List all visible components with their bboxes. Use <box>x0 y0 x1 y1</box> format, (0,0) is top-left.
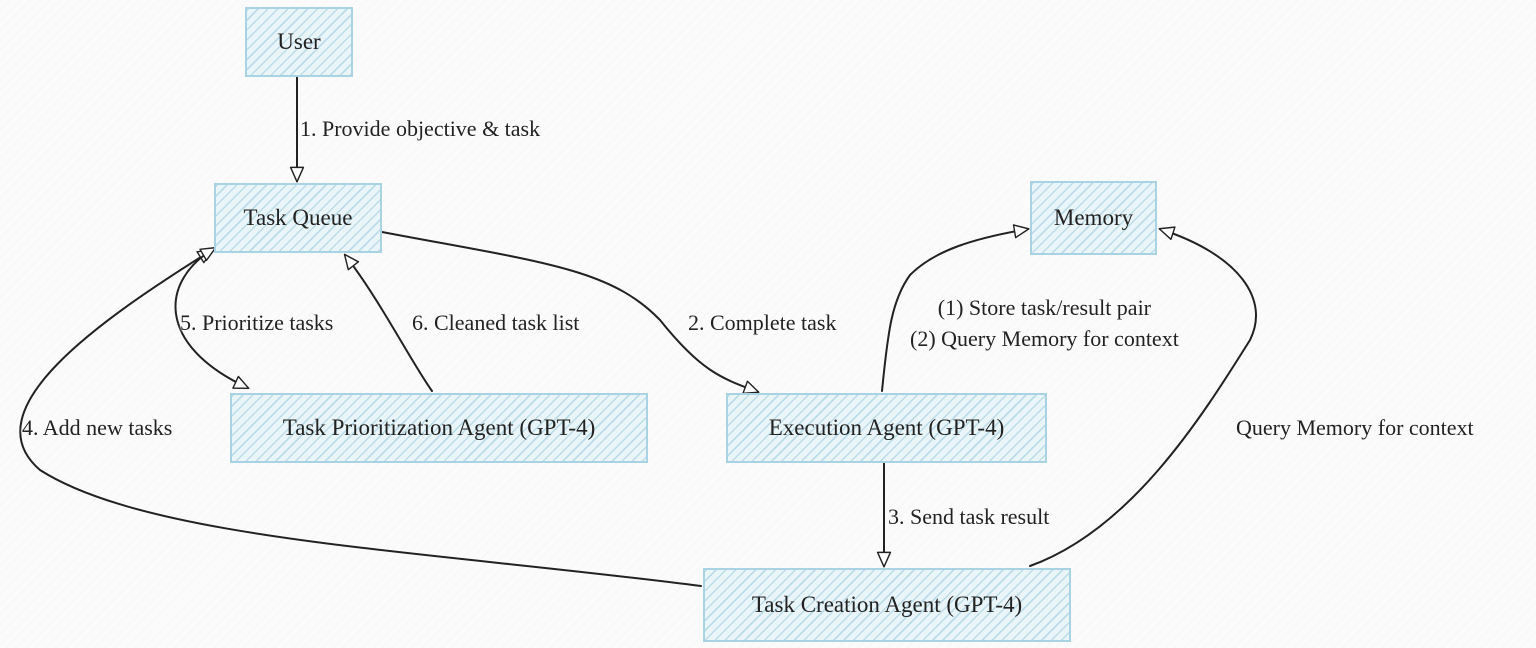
edge-label-complete-task: 2. Complete task <box>688 310 837 335</box>
memory-node-label: Memory <box>1053 205 1134 230</box>
user-node-label: User <box>277 29 321 54</box>
prioritization-agent-node-label: Task Prioritization Agent (GPT-4) <box>282 415 596 440</box>
execution-agent-node: Execution Agent (GPT-4) <box>726 393 1047 463</box>
edge-label-query-memory-context: (2) Query Memory for context <box>910 326 1179 351</box>
edge-label-prioritize-tasks: 5. Prioritize tasks <box>180 310 334 335</box>
edge-queue-to-execution <box>381 231 760 395</box>
task-queue-node: Task Queue <box>214 183 382 253</box>
user-node: User <box>245 7 353 77</box>
edge-creation-to-queue <box>19 248 702 587</box>
creation-agent-node: Task Creation Agent (GPT-4) <box>703 568 1071 642</box>
execution-agent-node-label: Execution Agent (GPT-4) <box>768 415 1005 440</box>
edge-label-provide-objective: 1. Provide objective & task <box>300 116 541 141</box>
edge-label-memory-operations: (1) Store task/result pair (2) Query Mem… <box>910 292 1179 354</box>
edge-creation-memory <box>1029 226 1257 567</box>
edge-queue-prioritization <box>174 246 250 390</box>
edge-label-send-result: 3. Send task result <box>888 504 1050 529</box>
memory-node: Memory <box>1030 181 1157 255</box>
edge-label-cleaned-list: 6. Cleaned task list <box>412 310 580 335</box>
edge-prioritization-to-queue <box>343 253 433 392</box>
edge-label-query-memory-creation: Query Memory for context <box>1236 415 1474 440</box>
edge-execution-to-memory <box>881 224 1030 392</box>
task-queue-node-label: Task Queue <box>243 205 353 230</box>
creation-agent-node-label: Task Creation Agent (GPT-4) <box>751 592 1023 617</box>
prioritization-agent-node: Task Prioritization Agent (GPT-4) <box>230 393 648 463</box>
edge-label-add-new-tasks: 4. Add new tasks <box>22 415 173 440</box>
edge-label-store-pair: (1) Store task/result pair <box>937 295 1152 320</box>
